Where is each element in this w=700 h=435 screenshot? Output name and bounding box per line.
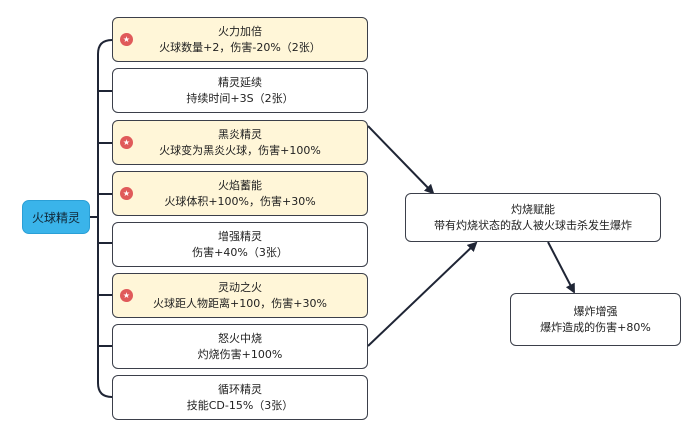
branch-node-title: 增强精灵 — [218, 229, 262, 243]
arrow-combo-to-result — [547, 241, 575, 294]
branch-node-enhanced-sprite: 增强精灵 伤害+40%（3张） — [112, 222, 368, 267]
branch-node-firepower-double: ★ 火力加倍 火球数量+2，伤害-20%（2张） — [112, 17, 368, 62]
star-badge-icon: ★ — [120, 288, 133, 302]
root-node-label: 火球精灵 — [31, 210, 80, 225]
branch-node-sprite-duration: 精灵延续 持续时间+3S（2张） — [112, 68, 368, 113]
star-badge-icon: ★ — [120, 32, 133, 46]
branch-node-rage-burn: 怒火中烧 灼烧伤害+100% — [112, 324, 368, 369]
branch-node-desc: 火球数量+2，伤害-20%（2张） — [159, 40, 321, 54]
star-badge-icon: ★ — [120, 135, 133, 149]
branch-node-title: 怒火中烧 — [218, 331, 262, 345]
root-node-fireball-sprite: 火球精灵 — [22, 200, 90, 234]
branch-node-desc: 火球距人物距离+100，伤害+30% — [153, 296, 327, 310]
branch-node-desc: 伤害+40%（3张） — [192, 245, 288, 259]
star-badge-icon: ★ — [120, 186, 133, 200]
branch-node-desc: 火球体积+100%，伤害+30% — [164, 194, 316, 208]
combo-node-burn-empower: 灼烧赋能 带有灼烧状态的敌人被火球击杀发生爆炸 — [405, 193, 661, 242]
branch-node-title: 灵动之火 — [218, 280, 262, 294]
combo-node-desc: 带有灼烧状态的敌人被火球击杀发生爆炸 — [434, 218, 632, 232]
branch-node-title: 火力加倍 — [218, 24, 262, 38]
branch-node-cycle-sprite: 循环精灵 技能CD-15%（3张） — [112, 375, 368, 420]
result-node-title: 爆炸增强 — [573, 304, 618, 318]
branch-node-flame-charge: ★ 火焰蓄能 火球体积+100%，伤害+30% — [112, 171, 368, 216]
branch-node-black-flame: ★ 黑炎精灵 火球变为黑炎火球，伤害+100% — [112, 120, 368, 165]
arrow-nuhuo-to-combo — [367, 241, 478, 347]
result-node-desc: 爆炸造成的伤害+80% — [540, 320, 651, 334]
branch-node-desc: 火球变为黑炎火球，伤害+100% — [159, 143, 321, 157]
branch-node-title: 火焰蓄能 — [218, 178, 262, 192]
branch-node-desc: 灼烧伤害+100% — [197, 347, 283, 361]
arrow-heiyan-to-combo — [367, 125, 435, 195]
result-node-explosion-boost: 爆炸增强 爆炸造成的伤害+80% — [510, 293, 681, 346]
bracket-spine — [97, 39, 113, 398]
branch-node-desc: 持续时间+3S（2张） — [186, 91, 294, 105]
branch-node-title: 循环精灵 — [218, 382, 262, 396]
branch-node-title: 精灵延续 — [218, 75, 262, 89]
branch-node-title: 黑炎精灵 — [218, 127, 262, 141]
combo-node-title: 灼烧赋能 — [511, 202, 555, 216]
branch-node-agile-fire: ★ 灵动之火 火球距人物距离+100，伤害+30% — [112, 273, 368, 318]
branch-node-desc: 技能CD-15%（3张） — [186, 398, 294, 412]
